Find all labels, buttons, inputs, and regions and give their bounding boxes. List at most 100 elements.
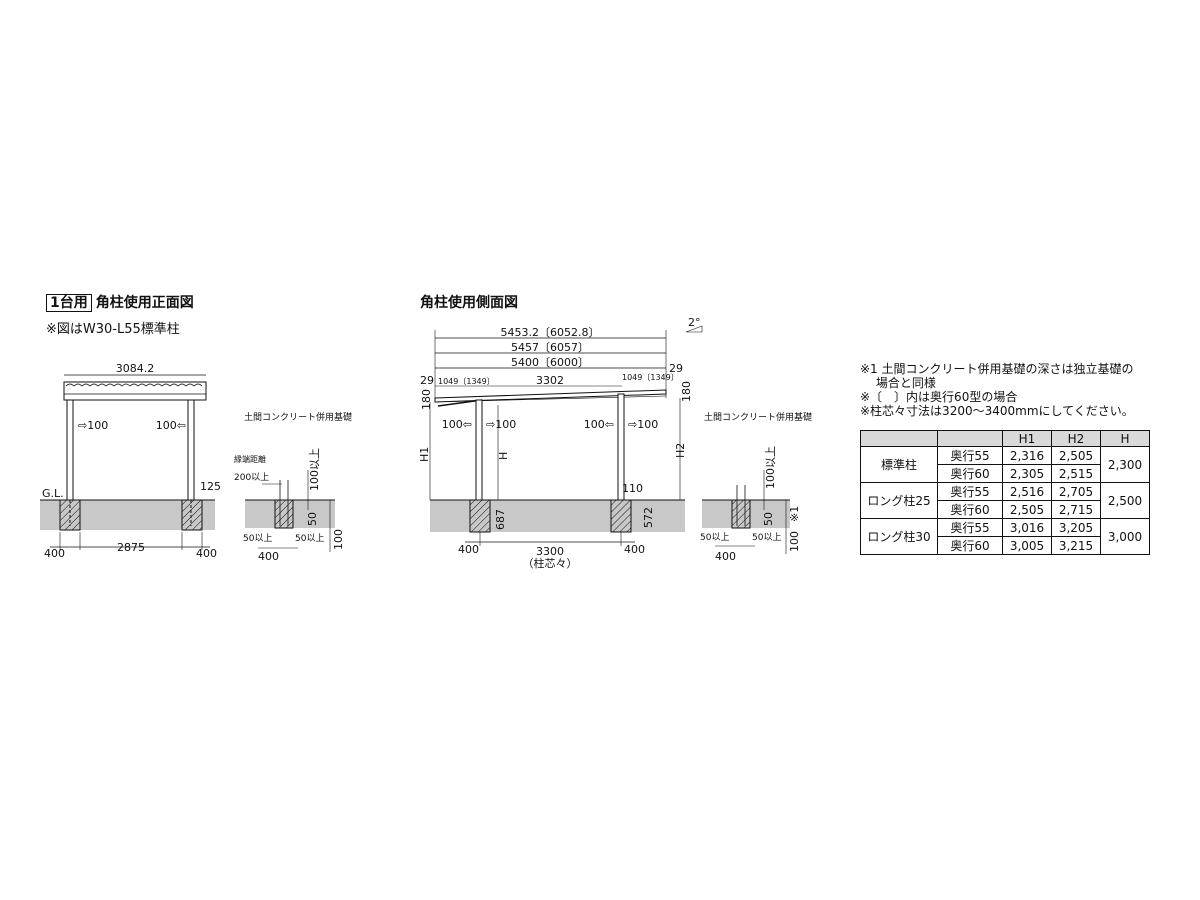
front-detail-edge-label-2: 200以上 <box>234 472 269 483</box>
side-foot-right: 400 <box>624 543 645 556</box>
height-spec-table: H1 H2 H 標準柱 奥行55 2,316 2,505 2,300 奥行60 … <box>860 430 1150 555</box>
side-arrow-r1: 100⇦ <box>584 418 614 431</box>
front-detail-edge-label-1: 縁端距離 <box>234 454 266 464</box>
table-row: 奥行60 2,505 2,715 <box>861 500 1150 519</box>
front-post-left <box>66 399 74 501</box>
side-h-label: H <box>497 452 510 460</box>
front-view-drawing: 3084.2 ⇨100 100⇦ G.L. 125 400 2875 400 土… <box>40 362 352 563</box>
notes-block: ※1 土間コンクリート併用基礎の深さは独立基礎の 場合と同様 ※〔 〕内は奥行6… <box>860 362 1134 418</box>
side-h29-left: 29 <box>420 374 434 387</box>
h2-cell: 2,705 <box>1051 482 1101 501</box>
table-row: 奥行60 3,005 3,215 <box>861 536 1150 555</box>
front-footing-right <box>181 499 203 531</box>
h1-cell: 2,516 <box>1002 482 1052 501</box>
side-h2-label: H2 <box>674 443 687 458</box>
side-h110-label: 110 <box>622 482 643 495</box>
side-footing-left <box>469 499 491 533</box>
h1-cell: 3,016 <box>1002 518 1052 537</box>
front-detail-title: 土間コンクリート併用基礎 <box>244 411 352 423</box>
h2-cell: 3,215 <box>1051 536 1101 555</box>
h-cell: 2,300 <box>1100 446 1150 483</box>
side-detail-bottom-right: 50以上 <box>752 532 781 543</box>
h-cell: 3,000 <box>1100 518 1150 555</box>
side-dim-frame: 5400〔6000〕 <box>511 356 589 369</box>
side-embed-right: 572 <box>642 507 655 528</box>
side-view-title: 角柱使用側面図 <box>420 295 518 311</box>
front-roof <box>63 381 207 401</box>
front-gl-label: G.L. <box>42 487 64 500</box>
table-row: 標準柱 奥行55 2,316 2,505 2,300 <box>860 446 1150 483</box>
depth-cell: 奥行60 <box>937 500 1003 519</box>
side-post-span-note: （柱芯々） <box>523 556 578 570</box>
front-view-title-text: 角柱使用正面図 <box>95 295 194 311</box>
table-row: 奥行60 2,305 2,515 <box>861 464 1150 483</box>
side-foot-left: 400 <box>458 543 479 556</box>
post-type-cell: ロング柱30 <box>860 518 938 555</box>
side-h180-left: 180 <box>420 389 433 410</box>
side-overhang-right: 1049〔1349〕 <box>622 373 679 382</box>
front-h125-label: 125 <box>200 480 221 493</box>
table-header-h: H <box>1100 430 1150 447</box>
front-span-label: 2875 <box>117 541 145 554</box>
front-detail-depth-100: 100 <box>332 529 345 550</box>
front-detail-width-400: 400 <box>258 550 279 563</box>
h2-cell: 2,715 <box>1051 500 1101 519</box>
side-post-left <box>475 399 483 501</box>
h1-cell: 3,005 <box>1002 536 1052 555</box>
depth-cell: 奥行60 <box>937 536 1003 555</box>
h2-cell: 3,205 <box>1051 518 1101 537</box>
side-arrow-l2: ⇨100 <box>486 418 516 431</box>
h1-cell: 2,505 <box>1002 500 1052 519</box>
h-cell: 2,500 <box>1100 482 1150 519</box>
table-header-h2: H2 <box>1051 430 1101 447</box>
front-detail-bottom-right: 50以上 <box>295 533 324 544</box>
depth-cell: 奥行55 <box>937 518 1003 537</box>
front-arrow-right: 100⇦ <box>156 419 186 432</box>
side-dim-total: 5453.2〔6052.8〕 <box>501 326 600 339</box>
side-detail-depth-top: 100以上 <box>764 446 777 489</box>
side-detail-title: 土間コンクリート併用基礎 <box>704 411 812 423</box>
side-beam-span: 3302 <box>536 374 564 387</box>
side-embed-left: 687 <box>494 509 507 530</box>
front-detail-bottom-left: 50以上 <box>243 533 272 544</box>
front-arrow-left: ⇨100 <box>78 419 108 432</box>
table-header-cell <box>937 430 1003 447</box>
front-foot-right-label: 400 <box>196 547 217 560</box>
side-view-drawing: 2° 5453.2〔6052.8〕 5457〔6057〕 5400〔6000〕 … <box>418 316 812 570</box>
side-detail-depth-100: 100 <box>788 531 801 552</box>
front-view-note: ※図はW30-L55標準柱 <box>46 322 180 337</box>
side-detail-width-400: 400 <box>715 550 736 563</box>
front-view-title: 1台用角柱使用正面図 <box>46 292 194 312</box>
side-h1-label: H1 <box>418 447 431 462</box>
front-view-badge: 1台用 <box>46 294 92 312</box>
front-detail-depth-top: 100以上 <box>308 448 321 491</box>
side-angle-label: 2° <box>688 316 701 329</box>
table-header-row: H1 H2 H <box>860 430 1150 447</box>
h2-cell: 2,515 <box>1051 464 1101 483</box>
side-h29-right: 29 <box>669 362 683 375</box>
front-post-right <box>187 399 195 501</box>
front-width-label: 3084.2 <box>116 362 155 375</box>
side-overhang-left: 1049〔1349〕 <box>438 377 495 386</box>
depth-cell: 奥行60 <box>937 464 1003 483</box>
depth-cell: 奥行55 <box>937 482 1003 501</box>
side-arrow-r2: ⇨100 <box>628 418 658 431</box>
side-post-span: 3300 <box>536 545 564 558</box>
side-detail-ref: ※1 <box>788 506 801 522</box>
note-line: ※1 土間コンクリート併用基礎の深さは独立基礎の <box>860 362 1134 376</box>
front-foot-left-label: 400 <box>44 547 65 560</box>
note-line: ※柱芯々寸法は3200～3400mmにしてください。 <box>860 404 1134 418</box>
note-line: 場合と同様 <box>860 376 936 390</box>
side-detail-depth-50: 50 <box>762 512 775 526</box>
table-row: ロング柱30 奥行55 3,016 3,205 3,000 <box>860 518 1150 555</box>
side-h180-right: 180 <box>680 381 693 402</box>
depth-cell: 奥行55 <box>937 446 1003 465</box>
h2-cell: 2,505 <box>1051 446 1101 465</box>
table-header-h1: H1 <box>1002 430 1052 447</box>
post-type-cell: 標準柱 <box>860 446 938 483</box>
side-detail-bottom-left: 50以上 <box>700 532 729 543</box>
table-header-cell <box>860 430 938 447</box>
side-footing-right <box>610 499 632 533</box>
side-roof <box>434 389 667 403</box>
side-detail-footing <box>731 499 751 529</box>
